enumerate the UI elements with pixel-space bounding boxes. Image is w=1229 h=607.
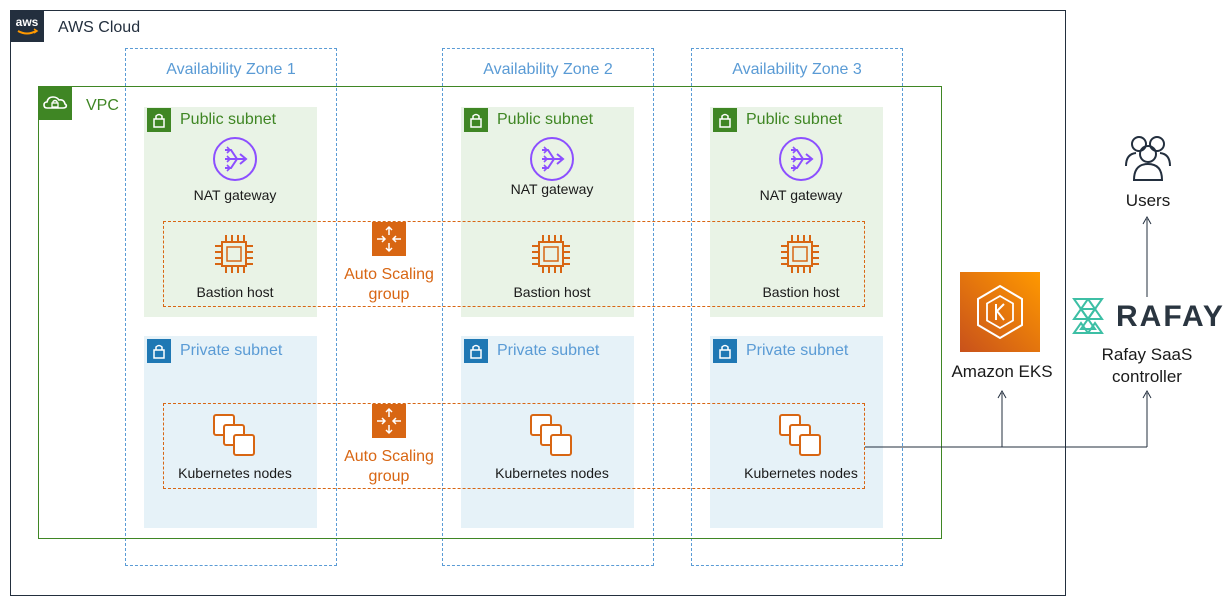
private-subnet-lock-icon	[147, 339, 171, 363]
public-subnet-3-label: Public subnet	[746, 111, 843, 128]
kubernetes-nodes-3-label: Kubernetes nodes	[744, 465, 858, 481]
rafay-line1: Rafay SaaS	[1101, 345, 1193, 364]
public-subnet-lock-icon	[464, 108, 488, 132]
public-subnet-lock-icon	[147, 108, 171, 132]
nodes-auto-scaling-group	[163, 403, 865, 489]
ec2-instances-icon	[529, 413, 575, 459]
private-subnet-3-label: Private subnet	[746, 342, 849, 359]
public-subnet-lock-icon	[713, 108, 737, 132]
aws-logo-icon: aws	[10, 10, 44, 42]
private-subnet-lock-icon	[713, 339, 737, 363]
bastion-host-3-label: Bastion host	[762, 284, 840, 300]
bastion-auto-scaling-group	[163, 221, 865, 307]
zone-1-label: Availability Zone 1	[166, 61, 296, 78]
svg-text:aws: aws	[16, 15, 39, 29]
users-label: Users	[1125, 191, 1171, 210]
zone-2-label: Availability Zone 2	[483, 61, 613, 78]
nat-gateway-2-label: NAT gateway	[510, 181, 594, 197]
bastion-host-1-label: Bastion host	[196, 284, 274, 300]
public-subnet-1-label: Public subnet	[180, 111, 277, 128]
public-subnet-1	[144, 107, 317, 317]
users-arrow-head	[1142, 215, 1152, 225]
auto-scaling-icon	[372, 404, 406, 438]
aws-cloud-boundary	[10, 10, 1066, 596]
asg-1-line2: group	[368, 286, 410, 303]
ec2-instances-icon	[778, 413, 824, 459]
vpc-boundary	[38, 86, 942, 539]
auto-scaling-icon	[372, 222, 406, 256]
kubernetes-nodes-1-label: Kubernetes nodes	[178, 465, 292, 481]
public-subnet-2-label: Public subnet	[497, 111, 594, 128]
availability-zone-2	[442, 48, 654, 566]
zone-3-label: Availability Zone 3	[732, 61, 862, 78]
amazon-eks-label: Amazon EKS	[951, 362, 1053, 381]
availability-zone-1	[125, 48, 337, 566]
ec2-instance-icon	[779, 233, 821, 275]
rafay-logo-icon	[1072, 297, 1108, 335]
public-subnet-2	[461, 107, 634, 317]
nat-gateway-3-label: NAT gateway	[759, 187, 843, 203]
rafay-controller-label: Rafay SaaS controller	[1082, 344, 1212, 388]
rafay-arrow-head	[1142, 389, 1152, 399]
eks-arrow-head	[997, 389, 1007, 399]
kubernetes-nodes-2-label: Kubernetes nodes	[495, 465, 609, 481]
asg-1-line1: Auto Scaling	[344, 266, 434, 283]
ec2-instance-icon	[530, 233, 572, 275]
rafay-logo-text: RAFAY	[1116, 300, 1225, 333]
private-subnet-lock-icon	[464, 339, 488, 363]
asg-2-line2: group	[368, 468, 410, 485]
private-subnet-2-label: Private subnet	[497, 342, 600, 359]
public-subnet-3	[710, 107, 883, 317]
auto-scaling-group-1-label: Auto Scaling group	[329, 265, 449, 305]
rafay-line2: controller	[1112, 367, 1182, 386]
users-icon	[1122, 132, 1174, 184]
ec2-instances-icon	[212, 413, 258, 459]
asg-2-line1: Auto Scaling	[344, 448, 434, 465]
nat-gateway-icon	[778, 136, 824, 182]
vpc-label: VPC	[86, 97, 119, 114]
nat-gateway-icon	[212, 136, 258, 182]
nat-gateway-icon	[529, 136, 575, 182]
private-subnet-1-label: Private subnet	[180, 342, 283, 359]
auto-scaling-group-2-label: Auto Scaling group	[329, 447, 449, 487]
vpc-cloud-icon	[38, 86, 72, 120]
amazon-eks-icon	[960, 272, 1040, 352]
ec2-instance-icon	[213, 233, 255, 275]
nat-gateway-1-label: NAT gateway	[193, 187, 277, 203]
bastion-host-2-label: Bastion host	[513, 284, 591, 300]
aws-cloud-title: AWS Cloud	[58, 19, 141, 36]
availability-zone-3	[691, 48, 903, 566]
